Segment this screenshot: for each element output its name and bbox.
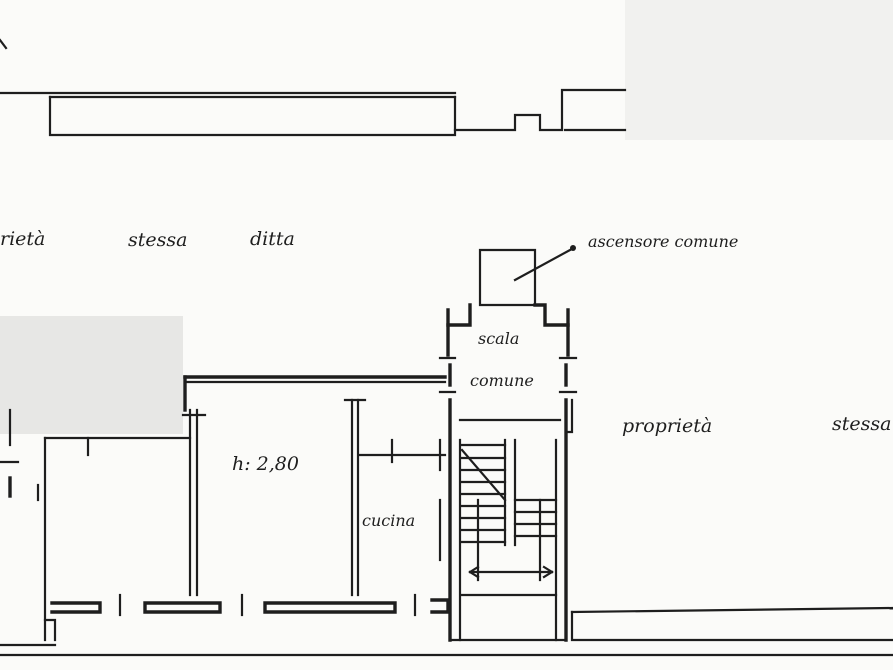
label-proprieta-right: proprietà [622, 415, 712, 437]
blurred-patch-top-right [625, 0, 893, 140]
label-comune: comune [470, 371, 534, 390]
stair-core [438, 303, 578, 642]
right-boundary-wall [0, 606, 893, 657]
elevator-shaft [478, 245, 576, 307]
label-stessa-right: stessa [832, 413, 891, 435]
label-ascensore-comune: ascensore comune [588, 232, 738, 251]
blurred-patch-left [0, 316, 183, 434]
staircase [460, 438, 558, 597]
label-ditta-left: ditta [250, 228, 295, 250]
label-cucina: cucina [362, 511, 415, 530]
upper-building-outline [0, 38, 627, 137]
label-room-height: h: 2,80 [232, 453, 299, 475]
label-proprieta-left: rietà [0, 228, 45, 250]
label-scala: scala [478, 329, 519, 348]
apartment-walls [0, 375, 450, 647]
label-stessa-left: stessa [128, 229, 187, 251]
